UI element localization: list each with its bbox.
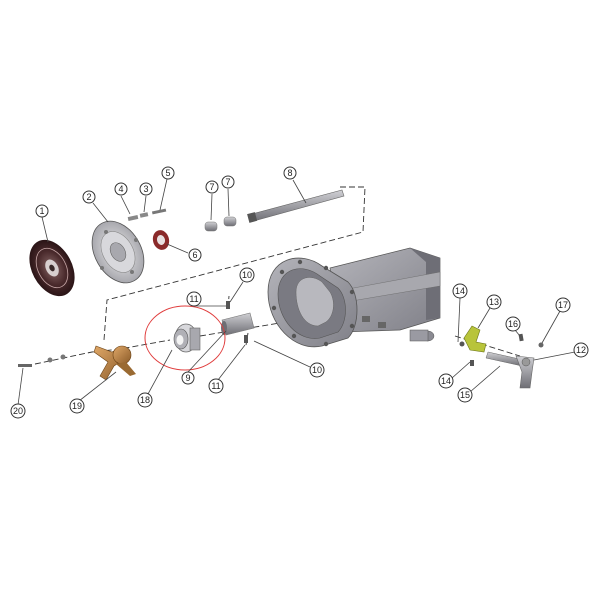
gearbox-housing [267,247,441,348]
leader-lines [17,178,576,406]
callout-label: 14 [455,286,465,296]
pin-20 [18,354,66,367]
callout-12: 12 [573,342,589,358]
clutch-disc [29,239,75,297]
callout-label: 14 [441,376,451,386]
callout-label: 19 [72,401,82,411]
callout-label: 7 [225,177,230,187]
callout-label: 10 [242,270,252,280]
callout-label: 17 [558,300,568,310]
callout-label: 11 [211,381,220,391]
small-pin-14 [470,360,474,366]
callout-19: 19 [69,398,85,414]
callout-label: 9 [185,373,190,383]
callout-7b: 7 [221,175,235,189]
callout-label: 12 [576,345,586,355]
callout-7a: 7 [205,180,219,194]
callout-label: 20 [13,406,23,416]
callout-label: 11 [189,294,198,304]
callout-8: 8 [283,166,297,180]
seal [152,230,170,250]
callout-20: 20 [10,403,26,419]
callout-label: 3 [143,184,148,194]
callout-label: 2 [86,192,91,202]
callout-18: 18 [137,392,153,408]
callout-13: 13 [486,294,502,310]
pressure-plate [91,220,145,284]
callout-4: 4 [114,182,128,196]
callout-10b: 10 [309,362,325,378]
callout-14a: 14 [452,283,468,299]
callout-9: 9 [181,371,195,385]
callout-label: 6 [192,250,197,260]
callout-label: 1 [39,206,44,216]
callout-11b: 11 [208,378,224,394]
guide-tube [221,312,255,336]
small-bolts-3-4-5 [127,208,167,221]
bushings [204,216,237,232]
callout-16: 16 [505,316,521,332]
callout-label: 5 [165,168,170,178]
small-pins-10-11 [226,301,248,343]
small-pins-16-17 [518,333,544,348]
callout-2: 2 [82,190,96,204]
fork-lever [459,325,487,353]
callout-label: 15 [460,390,470,400]
callout-label: 7 [209,182,214,192]
callout-3: 3 [139,182,153,196]
callout-15: 15 [457,387,473,403]
callout-label: 4 [118,184,123,194]
callout-label: 8 [287,168,292,178]
lever-arm [515,355,535,389]
callout-label: 16 [508,319,518,329]
callout-6: 6 [188,248,202,262]
callout-label: 13 [489,297,499,307]
callout-11a: 11 [186,291,202,307]
callout-1: 1 [35,204,49,218]
input-shaft [247,189,345,223]
callout-label: 10 [312,365,322,375]
callout-10a: 10 [239,267,255,283]
bronze-bracket [93,345,136,381]
callout-17: 17 [555,297,571,313]
highlight-circle [144,305,226,371]
callout-label: 18 [140,395,150,405]
callout-14b: 14 [438,373,454,389]
release-bearing [173,323,201,353]
callout-5: 5 [161,166,175,180]
